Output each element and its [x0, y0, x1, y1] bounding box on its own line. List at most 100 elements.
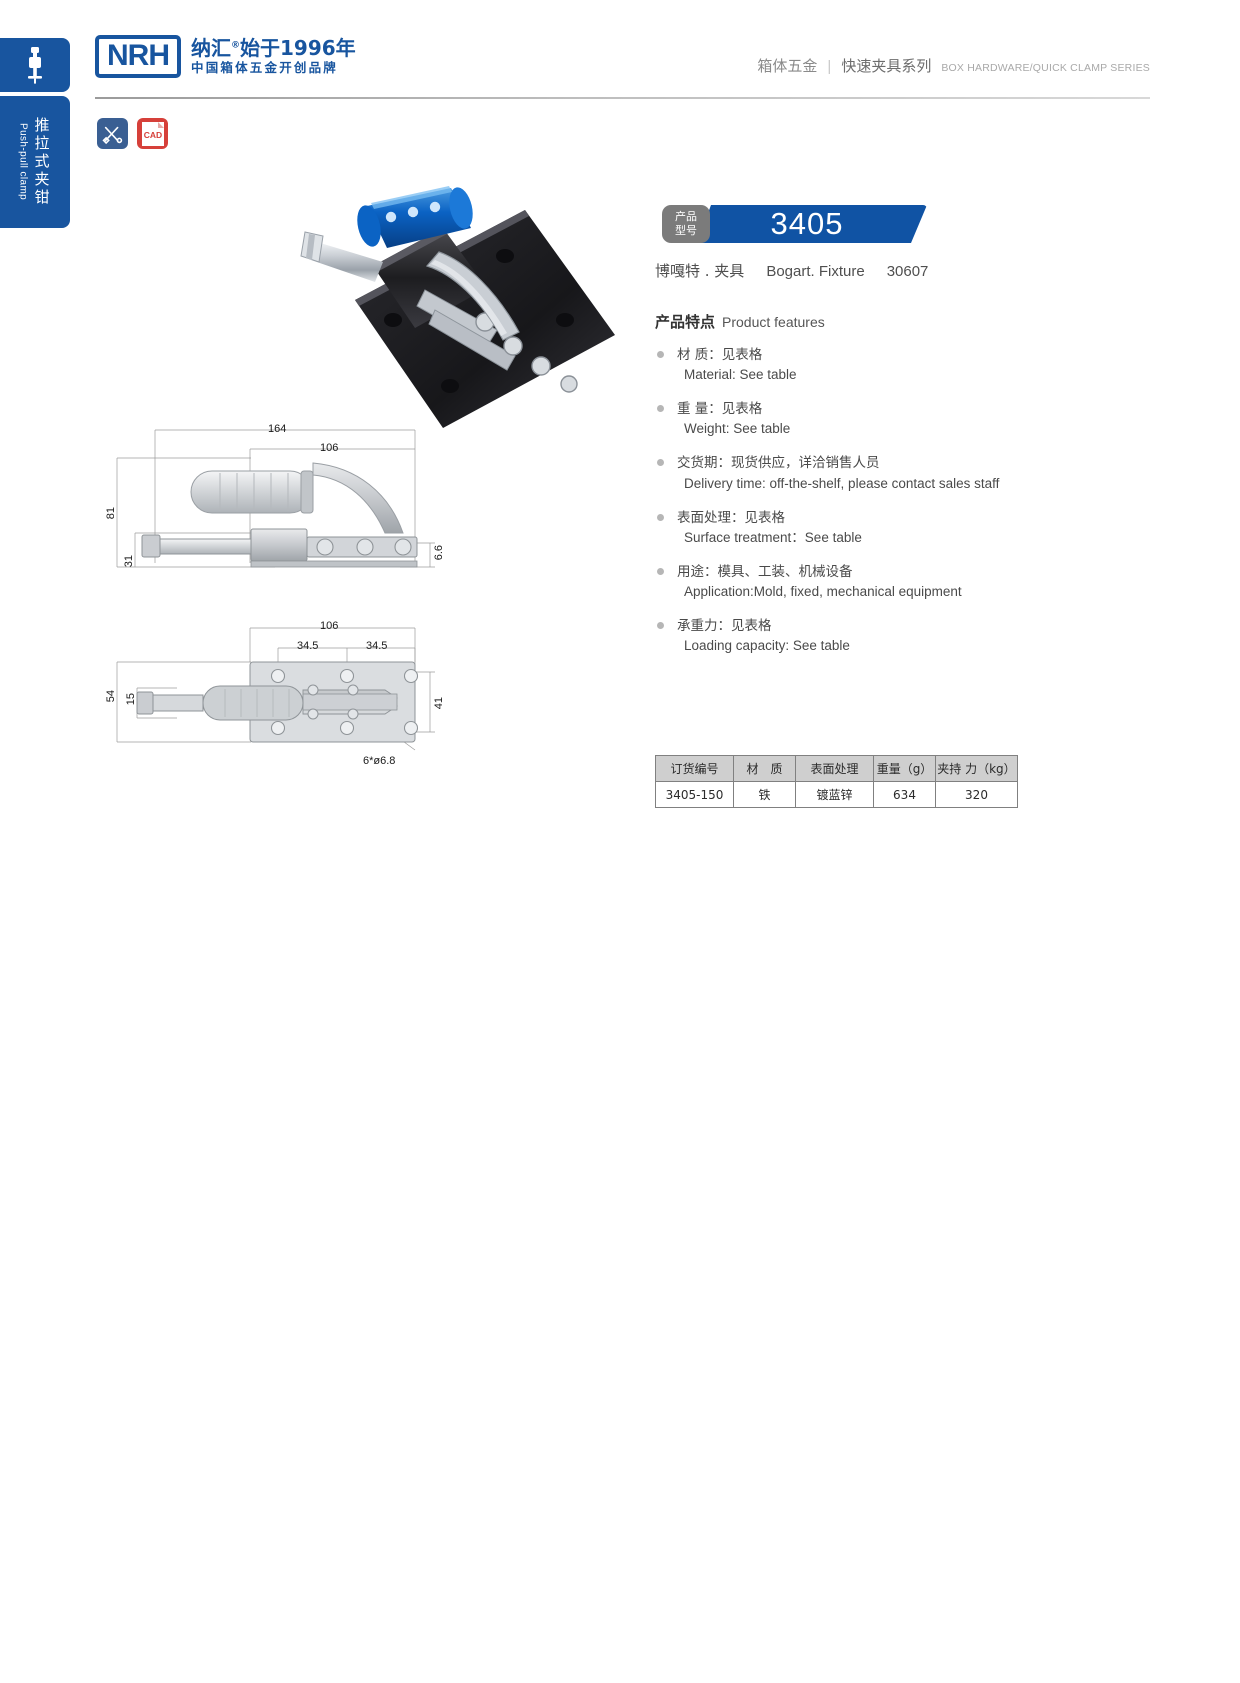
header-divider-rule: [95, 97, 1150, 99]
side-tab-group: Push-pull clamp 推拉式夹钳: [0, 38, 70, 228]
product-model-row: 产品 型号 3405: [655, 200, 1055, 248]
product-model-bar: 3405: [697, 205, 927, 243]
table-row: 3405-150 铁 镀蓝锌 634 320: [655, 781, 1018, 808]
product-subtitle: 博嘎特 . 夹具 Bogart. Fixture 30607: [655, 260, 1055, 281]
drawing-side-view: [116, 429, 435, 568]
registered-icon: ®: [231, 40, 240, 51]
logo-sub-line: 中国箱体五金开创品牌: [191, 59, 339, 75]
dim-41: 41: [433, 697, 445, 710]
drawing-tools-button[interactable]: [97, 118, 128, 149]
features-heading-cn: 产品特点: [655, 313, 716, 331]
drawing-top-rod: [136, 685, 304, 721]
table-header-row: 订货编号 材 质 表面处理 重量（g） 夹持 力（kg）: [655, 755, 1018, 782]
bullet-icon: [657, 513, 664, 521]
feature-item-material: 材 质：见表格 Material: See table: [655, 345, 1055, 386]
dim-106-top: 106: [320, 620, 339, 632]
bullet-icon: [657, 621, 664, 629]
feature-en: Loading capacity: See table: [684, 638, 850, 654]
product-code: 30607: [886, 263, 929, 280]
drawing-top-plate: [249, 661, 419, 743]
feature-item-loading-capacity: 承重力：见表格 Loading capacity: See table: [655, 616, 1055, 657]
dim-164: 164: [268, 423, 287, 435]
photo-handle-arm: [425, 251, 520, 341]
bullet-icon: [657, 405, 664, 413]
feature-en: Surface treatment：See table: [684, 529, 862, 545]
feature-cn: 交货期：现货供应，详洽销售人员: [677, 455, 880, 472]
product-model-badge: 产品 型号: [662, 205, 710, 243]
table-header-order-no: 订货编号: [655, 755, 734, 782]
table-header-material: 材 质: [733, 755, 796, 782]
clamp-icon: [28, 47, 42, 84]
dim-34-5-left: 34.5: [297, 640, 319, 652]
cad-label: CAD: [143, 130, 161, 140]
feature-en: Delivery time: off-the-shelf, please con…: [684, 475, 1000, 491]
dim-hole-note: 6*ø6.8: [363, 755, 396, 767]
drawing-side-body: [141, 528, 418, 568]
feature-en: Material: See table: [684, 367, 797, 383]
cell-order-no: 3405-150: [655, 781, 734, 808]
product-photo: [275, 170, 645, 440]
dim-31: 31: [123, 555, 135, 568]
drawing-top-view: [116, 627, 435, 751]
features-heading-en: Product features: [722, 314, 825, 330]
cad-file-icon: CAD: [141, 121, 164, 146]
sidebar-item-label-cn: 推拉式夹钳: [32, 117, 51, 207]
brand-logo[interactable]: NRH 纳汇®始于1996年 中国箱体五金开创品牌: [95, 35, 356, 78]
sidebar-item-label-en: Push-pull clamp: [17, 123, 29, 201]
logo-mark-text: NRH: [107, 39, 170, 72]
dim-34-5-right: 34.5: [366, 640, 388, 652]
badge-line-1: 产品: [675, 210, 697, 224]
logo-wordmark: 纳汇®始于1996年 中国箱体五金开创品牌: [191, 35, 356, 76]
drawing-tools-icon: [101, 126, 122, 144]
bullet-icon: [657, 567, 664, 575]
feature-item-application: 用途：模具、工装、机械设备 Application:Mold, fixed, m…: [655, 562, 1055, 603]
features-heading: 产品特点 Product features: [655, 311, 1055, 332]
table-header-weight: 重量（g）: [873, 755, 936, 782]
logo-main-suffix: 始于1996年: [240, 35, 356, 60]
product-photo-image: [300, 186, 615, 428]
logo-mark-box: NRH: [95, 35, 181, 78]
feature-en: Weight: See table: [684, 421, 791, 437]
photo-blue-grip: [357, 186, 473, 248]
sidebar-item-push-pull-clamp[interactable]: Push-pull clamp 推拉式夹钳: [0, 96, 70, 228]
header-divider: |: [827, 58, 832, 75]
logo-main-line: 纳汇®始于1996年: [191, 35, 356, 60]
dim-54: 54: [105, 690, 117, 703]
product-model-number: 3405: [770, 206, 844, 241]
product-brand-en: Bogart. Fixture: [766, 263, 865, 280]
feature-cn: 承重力：见表格: [677, 617, 772, 634]
feature-cn: 重 量：见表格: [677, 401, 763, 418]
header-series-en: BOX HARDWARE/QUICK CLAMP SERIES: [941, 62, 1150, 74]
cell-weight: 634: [873, 781, 936, 808]
cad-file-glyph: CAD: [141, 121, 164, 146]
technical-drawings: 164 106 81 31 6.6: [85, 415, 645, 795]
cell-material: 铁: [733, 781, 796, 808]
header-category-cn: 箱体五金: [757, 57, 818, 75]
sidebar-item-clamp[interactable]: [0, 38, 70, 92]
header-category: 箱体五金 | 快速夹具系列 BOX HARDWARE/QUICK CLAMP S…: [757, 55, 1150, 76]
dim-106-side: 106: [320, 442, 339, 454]
cell-surface: 镀蓝锌: [795, 781, 874, 808]
cad-download-button[interactable]: CAD: [137, 118, 168, 149]
badge-line-2: 型号: [675, 224, 697, 237]
dim-15: 15: [125, 693, 137, 706]
logo-main-cn: 纳汇: [191, 35, 231, 60]
table-header-clamping-force: 夹持 力（kg）: [935, 755, 1018, 782]
cell-clamping-force: 320: [935, 781, 1018, 808]
product-info-panel: 产品 型号 3405 博嘎特 . 夹具 Bogart. Fixture 3060…: [655, 200, 1055, 657]
bullet-icon: [657, 459, 664, 467]
product-brand-cn: 博嘎特 . 夹具: [655, 262, 745, 280]
bullet-icon: [657, 351, 664, 358]
photo-plunger-rod: [300, 231, 383, 282]
feature-item-surface: 表面处理：见表格 Surface treatment：See table: [655, 508, 1055, 549]
table-header-surface: 表面处理: [795, 755, 874, 782]
header-series-cn: 快速夹具系列: [841, 57, 932, 75]
specification-table: 订货编号 材 质 表面处理 重量（g） 夹持 力（kg） 3405-150 铁 …: [655, 755, 1018, 808]
feature-cn: 用途：模具、工装、机械设备: [677, 563, 853, 580]
drawing-side-handle: [190, 462, 404, 534]
dim-6-6: 6.6: [433, 545, 445, 561]
feature-item-delivery: 交货期：现货供应，详洽销售人员 Delivery time: off-the-s…: [655, 453, 1055, 494]
feature-en: Application:Mold, fixed, mechanical equi…: [684, 583, 962, 599]
asset-icon-row: CAD: [97, 118, 168, 149]
feature-item-weight: 重 量：见表格 Weight: See table: [655, 399, 1055, 440]
